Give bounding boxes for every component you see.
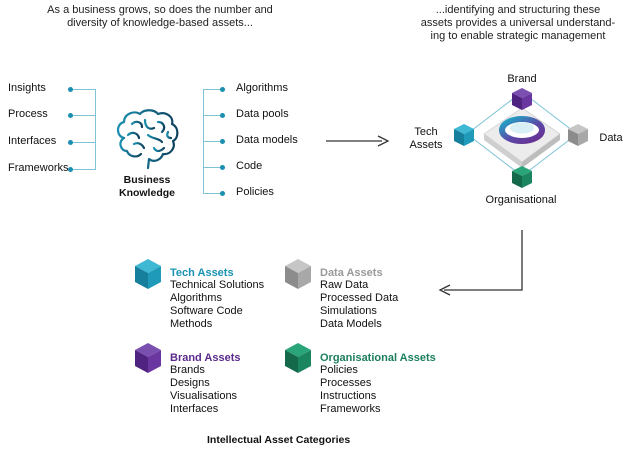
connector-line	[73, 89, 95, 90]
right-caption: ...identifying and structuring these ass…	[412, 4, 624, 43]
right-item-policies: Policies	[236, 186, 274, 198]
left-item-frameworks: Frameworks	[8, 162, 69, 174]
connector-dot	[68, 113, 73, 118]
cube-icon-organisational	[512, 166, 532, 188]
category-item: Instructions	[320, 390, 377, 402]
connector-line	[73, 142, 95, 143]
hub-label-tech-assets: Tech Assets	[402, 126, 450, 152]
category-data: Data Assets Raw Data Processed Data Simu…	[320, 267, 398, 331]
connector-line	[203, 89, 221, 90]
connector-dot	[220, 113, 225, 118]
category-item: Processed Data	[320, 292, 399, 304]
connector-line	[203, 115, 221, 116]
hub-label-assets: Assets	[409, 139, 443, 151]
cube-icon-brand	[512, 88, 532, 110]
connector-dot	[220, 191, 225, 196]
footer-title: Intellectual Asset Categories	[207, 434, 351, 446]
brain-icon	[116, 109, 179, 170]
hub-label-organisational: Organisational	[485, 194, 557, 206]
category-item: Brands	[170, 364, 205, 376]
category-item: Policies	[320, 364, 358, 376]
cube-icon	[285, 343, 311, 373]
business-label: Business	[123, 174, 171, 186]
cube-icon-tech	[454, 124, 474, 146]
connector-dot	[220, 87, 225, 92]
category-item: Interfaces	[170, 403, 219, 415]
knowledge-label: Knowledge	[118, 187, 175, 199]
right-caption-line-2: assets provides a universal understand-	[420, 17, 616, 29]
connector-dot	[68, 140, 73, 145]
right-item-algorithms: Algorithms	[236, 82, 288, 94]
right-caption-line-1: ...identifying and structuring these	[435, 4, 601, 16]
category-item: Software Code	[170, 305, 243, 317]
category-item: Designs	[170, 377, 210, 389]
connector-line	[203, 193, 221, 194]
category-item: Methods	[170, 318, 213, 330]
category-item: Data Models	[320, 318, 382, 330]
right-caption-line-3: ing to enable strategic management	[430, 30, 606, 42]
elbow-arrow	[438, 230, 523, 296]
category-item: Processes	[320, 377, 372, 389]
category-item: Frameworks	[320, 403, 381, 415]
cube-icon	[135, 343, 161, 373]
cube-icon-data	[568, 124, 588, 146]
left-caption-line-2: diversity of knowledge-based assets...	[67, 17, 253, 29]
left-caption-line-1: As a business grows, so does the number …	[47, 4, 273, 16]
category-item: Technical Solutions	[170, 279, 265, 291]
left-item-interfaces: Interfaces	[8, 135, 57, 147]
left-item-insights: Insights	[8, 82, 46, 94]
connector-dot	[68, 87, 73, 92]
category-item: Raw Data	[320, 279, 369, 291]
asset-hub	[454, 88, 588, 188]
category-organisational: Organisational Assets Policies Processes…	[320, 352, 436, 416]
connector-dot	[220, 165, 225, 170]
cube-icon	[135, 259, 161, 289]
hub-label-tech: Tech	[414, 126, 438, 138]
category-item: Visualisations	[170, 390, 238, 402]
right-item-data-pools: Data pools	[236, 108, 289, 120]
category-title: Brand Assets	[170, 352, 241, 364]
category-title: Tech Assets	[170, 267, 234, 279]
category-title: Data Assets	[320, 267, 383, 279]
connector-line	[203, 167, 221, 168]
connector-dot	[220, 139, 225, 144]
category-item: Simulations	[320, 305, 377, 317]
left-caption: As a business grows, so does the number …	[40, 4, 280, 30]
right-arrow	[326, 135, 390, 147]
hub-label-data: Data	[599, 132, 623, 144]
category-tech: Tech Assets Technical Solutions Algorith…	[170, 267, 264, 331]
right-item-data-models: Data models	[236, 134, 298, 146]
connector-line	[73, 169, 95, 170]
business-knowledge-label: Business Knowledge	[112, 174, 182, 200]
category-brand: Brand Assets Brands Designs Visualisatio…	[170, 352, 241, 416]
connector-dot	[68, 167, 73, 172]
hub-label-brand: Brand	[507, 73, 537, 85]
connector-line	[203, 141, 221, 142]
cube-icon	[285, 259, 311, 289]
right-item-code: Code	[236, 160, 263, 172]
left-item-process: Process	[8, 108, 48, 120]
connector-line	[73, 115, 95, 116]
category-item: Algorithms	[170, 292, 222, 304]
connector-line	[95, 89, 96, 170]
category-title: Organisational Assets	[320, 352, 436, 364]
